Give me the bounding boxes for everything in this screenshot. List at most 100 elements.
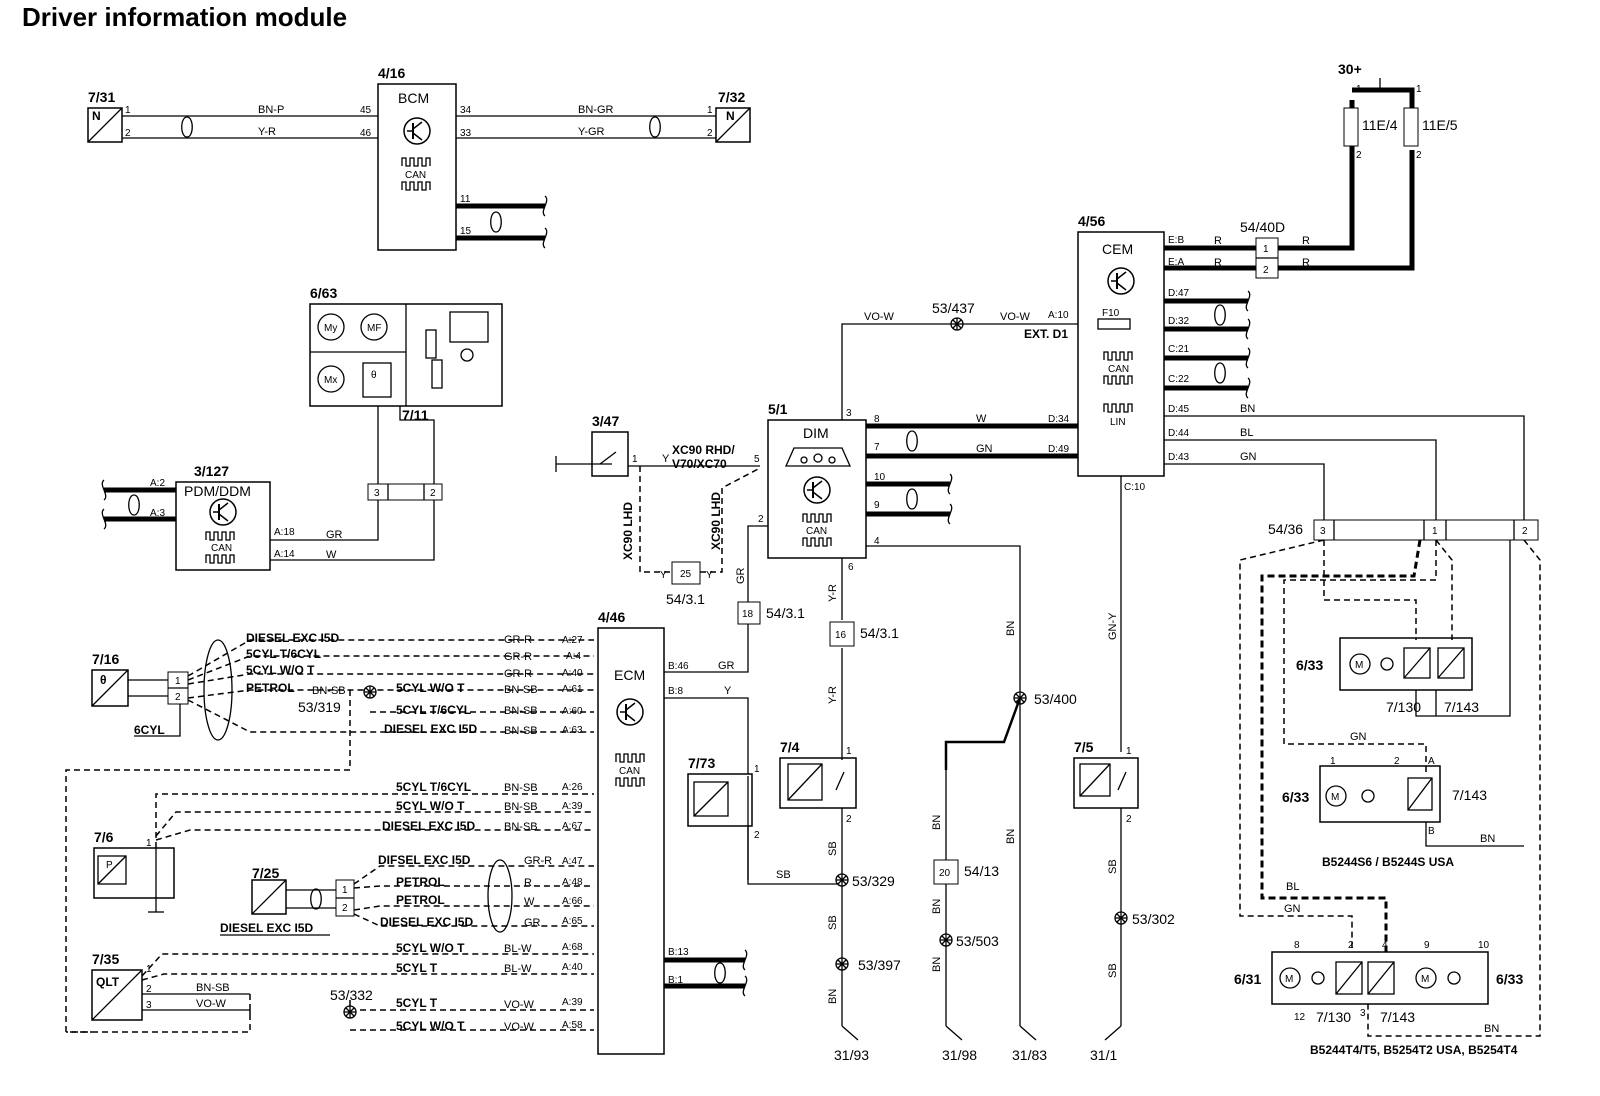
svg-text:2: 2	[125, 128, 131, 139]
ecm-pin-a40b: A:40	[562, 962, 583, 973]
pdm-name: PDM/DDM	[184, 483, 251, 499]
wire-bl-d44: BL	[1240, 427, 1253, 439]
climate-sub: 7/11	[402, 407, 429, 423]
ecm-module: 4/46 ECM CAN	[597, 609, 665, 1055]
svg-text:N: N	[92, 109, 101, 123]
svg-text:B: B	[1428, 826, 1435, 837]
conn-5440d: 54/40D	[1240, 219, 1285, 235]
engine-7143b: 7/143	[1452, 787, 1487, 803]
ecm-left-variants: DIESEL EXC I5D 5CYL T/6CYL 5CYL W/O T PE…	[246, 631, 538, 737]
svg-text:2: 2	[175, 692, 181, 703]
wire-blw-2: BL-W	[504, 963, 532, 975]
svg-text:2: 2	[430, 488, 436, 499]
svg-text:15: 15	[460, 226, 472, 237]
s725-ref: 7/25	[252, 865, 279, 881]
engine-7143c: 7/143	[1380, 1009, 1415, 1025]
engine-label2: B5244T4/T5, B5254T2 USA, B5254T4	[1310, 1043, 1518, 1057]
conn-5440d-2: 2	[1263, 265, 1269, 276]
wire-w-dim: W	[976, 413, 987, 425]
ecm-pin-a48: A:48	[562, 877, 583, 888]
ecm-pin-a66: A:66	[562, 896, 583, 907]
wire-vow-2: VO-W	[1000, 311, 1031, 323]
pdm-module: 3/127 PDM/DDM CAN	[175, 463, 271, 571]
bcm-name: BCM	[398, 90, 429, 106]
cem-name: CEM	[1102, 241, 1133, 257]
variant-5wot-2: 5CYL W/O T	[396, 681, 465, 695]
wire-vow-3: VO-W	[196, 998, 227, 1010]
ground-3193: 31/93	[834, 1047, 869, 1063]
wire-bl-631: BL	[1286, 881, 1299, 893]
wire-bn-4: BN	[931, 815, 943, 830]
ecm-pin-a39: A:39	[562, 801, 583, 812]
wire-gn-631: GN	[1284, 903, 1301, 915]
ecm-pin-b8: B:8	[668, 686, 683, 697]
wire-bnsb-5: BN-SB	[504, 801, 538, 813]
wire-r-4: R	[1302, 257, 1310, 269]
conn-25: 25	[680, 569, 692, 580]
ecm-pin-a26: A:26	[562, 782, 583, 793]
svg-text:My: My	[324, 323, 337, 334]
conn-5436-1: 1	[1432, 526, 1438, 537]
wire-bn-3: BN	[1005, 829, 1017, 844]
wire-blw-1: BL-W	[504, 943, 532, 955]
sensor-7-35: QLT 7/35	[91, 951, 143, 1021]
s731-ref: 7/31	[88, 89, 115, 105]
cem-pin-ea: E:A	[1168, 257, 1184, 268]
sensor-7-32: N 7/32	[715, 89, 751, 143]
ecm-pin-a63: A:63	[562, 725, 583, 736]
svg-text:1: 1	[754, 764, 760, 775]
ecm-left-pins: A:27 A:4 A:40 A:61 A:60 A:63 A:26 A:39 A…	[562, 635, 583, 1031]
svg-text:2: 2	[846, 814, 852, 825]
variant-5t-2: 5CYL T	[396, 996, 438, 1010]
cem-pin-d47: D:47	[1168, 288, 1190, 299]
wire-bnsb-4: BN-SB	[504, 782, 538, 794]
svg-text:2: 2	[1356, 150, 1362, 161]
s732-ref: 7/32	[718, 89, 745, 105]
wire-y-347: Y	[662, 453, 670, 465]
svg-text:1: 1	[846, 746, 852, 757]
fuse-11e5: 11E/5	[1422, 117, 1458, 133]
svg-text:M: M	[1285, 974, 1293, 985]
pdm-pin-a18: A:18	[274, 527, 295, 538]
svg-text:10: 10	[1478, 940, 1490, 951]
engine-633a: 6/33	[1296, 657, 1323, 673]
cem-pin-d34: D:34	[1048, 414, 1070, 425]
wire-r-1: R	[1214, 235, 1222, 247]
ecm-pin-a58: A:58	[562, 1020, 583, 1031]
wire-yr-dim1: Y-R	[827, 584, 839, 602]
svg-text:P: P	[106, 860, 113, 871]
engine-631: 6/31	[1234, 971, 1261, 987]
cem-pins: E:B E:A A:10 D:47 D:32 C:21 C:22 D:45 D:…	[1048, 235, 1190, 493]
ecm-pin-a68: A:68	[562, 942, 583, 953]
wire-r-3: R	[1302, 235, 1310, 247]
variant-5wot-4: 5CYL W/O T	[396, 941, 465, 955]
ecm-name: ECM	[614, 667, 645, 683]
svg-text:1: 1	[1330, 756, 1336, 767]
svg-text:1: 1	[125, 105, 131, 116]
dim-can-label: CAN	[806, 526, 827, 537]
svg-text:9: 9	[1424, 940, 1430, 951]
cem-pin-c22: C:22	[1168, 374, 1190, 385]
svg-text:1: 1	[632, 454, 638, 465]
wire-r-725: R	[524, 877, 532, 889]
bcm-can-label: CAN	[405, 170, 426, 181]
conn-5413: 54/13	[964, 863, 999, 879]
sensor-7-16: θ 7/16	[91, 651, 129, 707]
engine-633c: 6/33	[1496, 971, 1523, 987]
engine-7130b: 7/130	[1316, 1009, 1351, 1025]
splice-329: 53/329	[852, 873, 895, 889]
splice-302: 53/302	[1132, 911, 1175, 927]
variant-5wot-1: 5CYL W/O T	[246, 663, 315, 677]
wire-gn-dim: GN	[976, 443, 993, 455]
wire-gn-d43: GN	[1240, 451, 1257, 463]
variant-petrol-2: PETROL	[396, 875, 445, 889]
pdm-ref: 3/127	[194, 463, 229, 479]
ecm-pin-a47: A:47	[562, 856, 583, 867]
conn-5431b: 54/3.1	[766, 605, 805, 621]
variant-xc90rhd: XC90 RHD/	[672, 443, 735, 457]
svg-text:Y: Y	[706, 570, 713, 581]
variant-v70xc70: V70/XC70	[672, 457, 727, 471]
ecm-pin-a39b: A:39	[562, 997, 583, 1008]
